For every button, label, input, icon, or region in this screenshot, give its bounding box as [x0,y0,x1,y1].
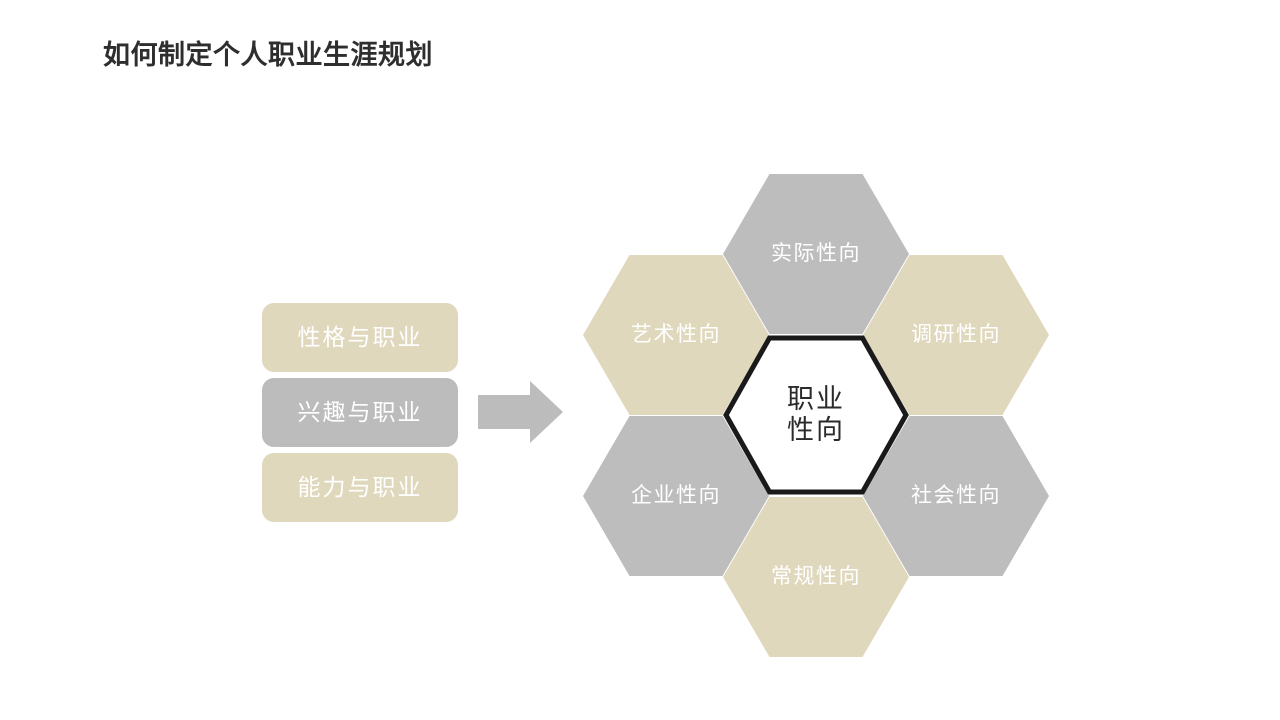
page-title: 如何制定个人职业生涯规划 [103,40,433,70]
hexagon-shape-icon [583,255,769,415]
stack-item-label: 能力与职业 [297,474,423,500]
hex-node-center-career-orientation[interactable]: 职业 性向 [723,335,909,495]
hexagon-shape-icon [583,416,769,576]
hexagon-shape-icon [723,174,909,334]
stack-item-personality[interactable]: 性格与职业 [262,303,458,372]
hexagon-shape-icon [863,416,1049,576]
hexagon-shape-icon [723,497,909,657]
left-category-stack: 性格与职业 兴趣与职业 能力与职业 [262,303,458,522]
stack-item-label: 兴趣与职业 [297,399,423,425]
arrow-right-icon [478,381,563,443]
stack-item-label: 性格与职业 [297,324,423,350]
flow-arrow [478,381,563,443]
hexagon-shape-icon [863,255,1049,415]
hexagon-cluster: 实际性向 调研性向 社会性向 常规性向 企业性向 艺术性向 [560,168,1050,657]
stack-item-ability[interactable]: 能力与职业 [262,453,458,522]
stack-item-interest[interactable]: 兴趣与职业 [262,378,458,447]
hexagon-outline-shape-icon [723,335,909,495]
